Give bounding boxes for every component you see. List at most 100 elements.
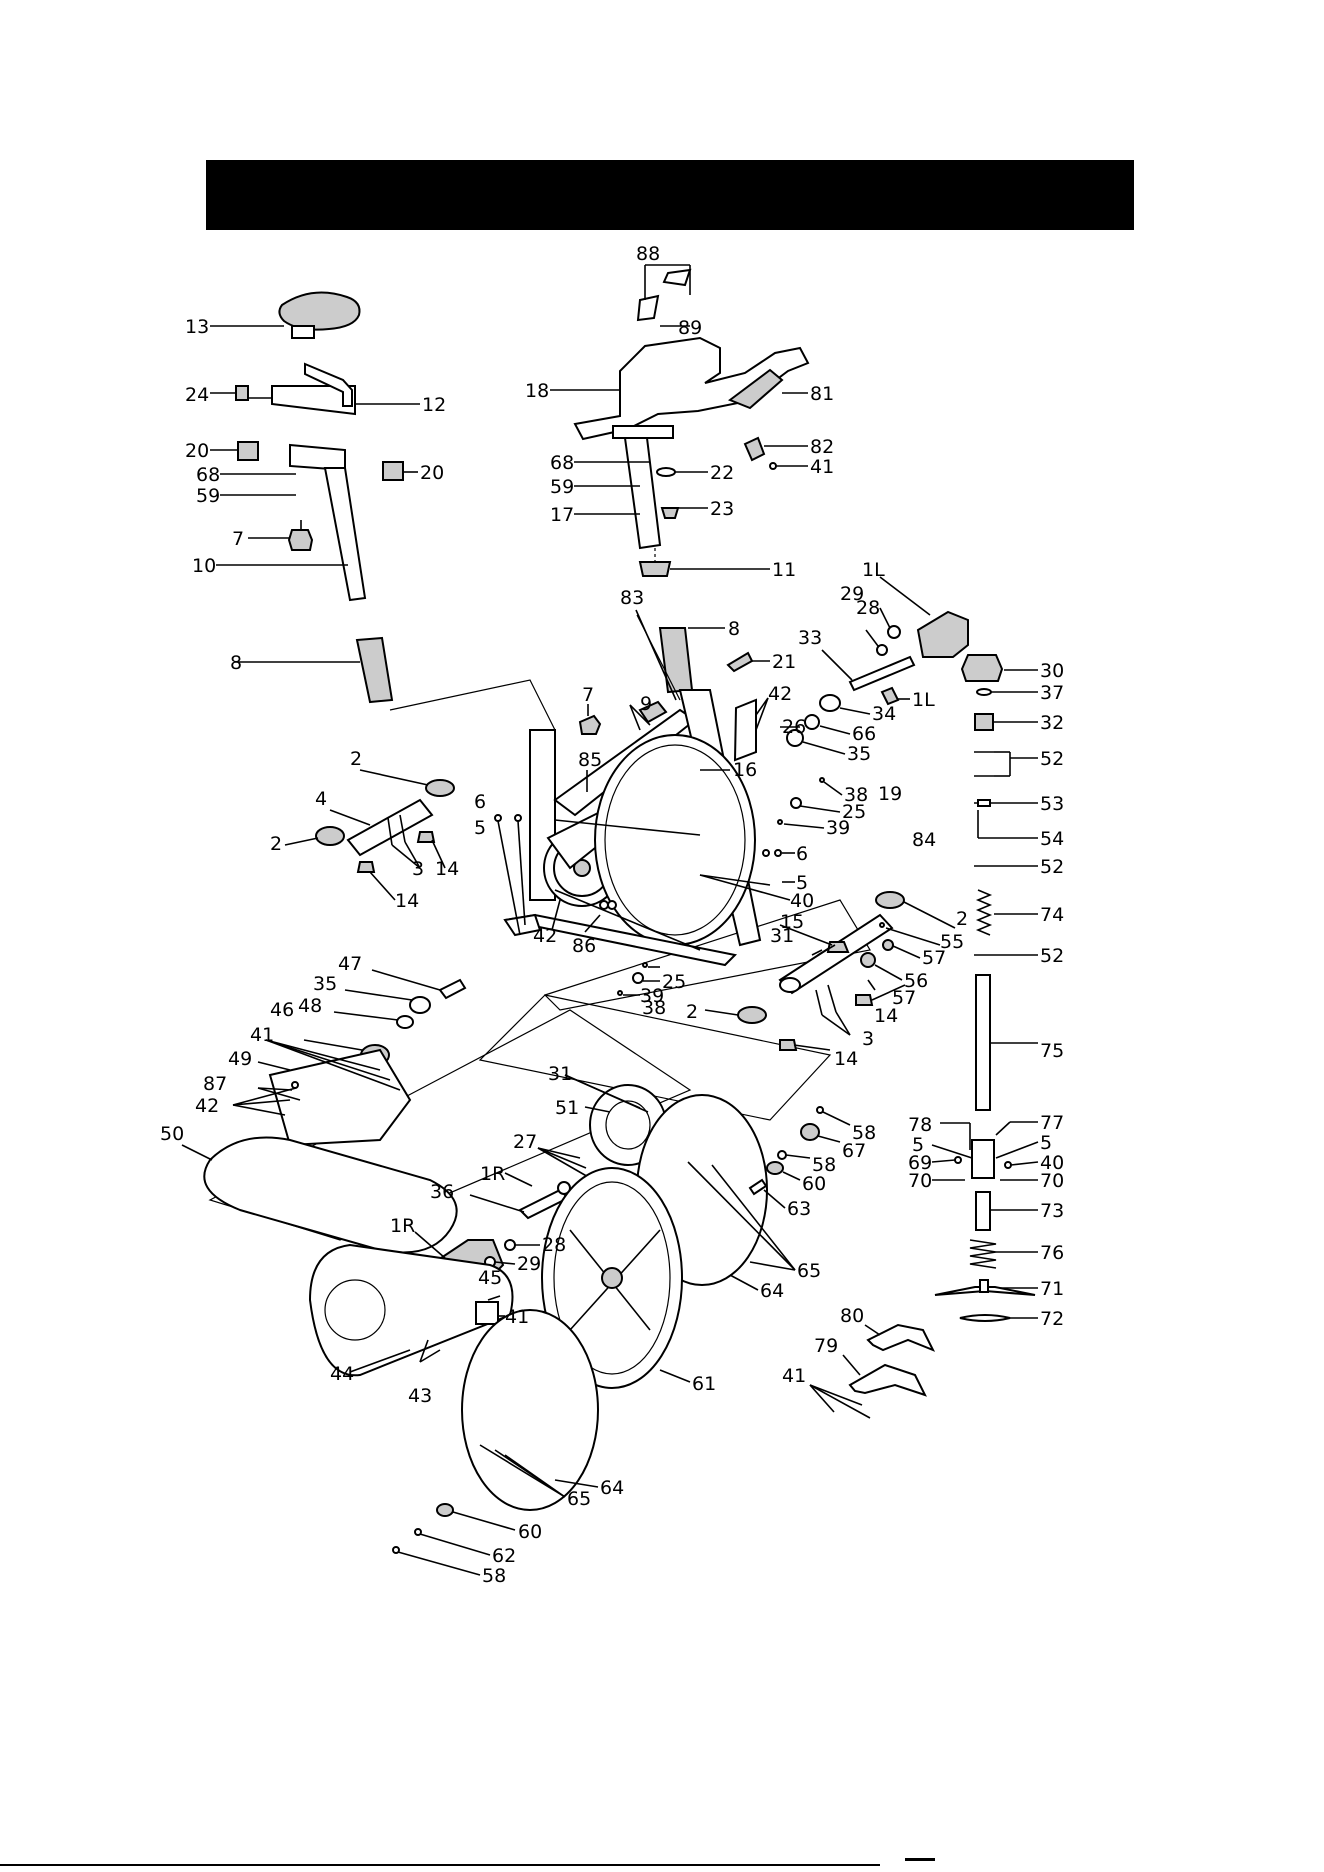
seat-post [323,467,367,602]
label-part-45: 45 [478,1267,502,1289]
knob-7b [578,714,602,735]
label-part-51: 51 [555,1097,579,1119]
flywheel-frame [594,734,756,946]
label-part-52: 52 [1040,748,1064,770]
label-part-11: 11 [772,559,796,581]
part-35b [409,996,431,1014]
block-77 [971,1139,995,1179]
brake-assembly [726,576,969,762]
part-81 [727,368,784,410]
pad-79 [848,1363,927,1397]
label-part-27: 27 [513,1131,537,1153]
label-part-7: 7 [232,528,244,550]
label-part-48: 48 [298,995,322,1017]
part-48 [396,1015,414,1029]
label-part-72: 72 [1040,1308,1064,1330]
label-part-87: 87 [203,1073,227,1095]
label-part-83: 83 [620,587,644,609]
label-part-1L: 1L [862,559,885,581]
washer-60b [436,1503,454,1517]
seat-assembly [210,291,420,602]
label-part-32: 32 [1040,712,1064,734]
lever-21 [726,651,754,673]
foot-14d [779,1039,798,1051]
label-part-64: 64 [760,1280,784,1302]
label-part-24: 24 [185,384,209,406]
front-stabilizer [704,891,956,1051]
label-part-41: 41 [782,1365,806,1387]
label-part-5: 5 [1040,1132,1052,1154]
label-part-9: 9 [640,693,652,715]
label-part-68: 68 [196,464,220,486]
label-part-55: 55 [940,931,964,953]
label-part-73: 73 [1040,1200,1064,1222]
label-part-84: 84 [912,829,936,851]
label-part-52: 52 [1040,945,1064,967]
brake-pad-42 [733,698,757,762]
label-part-14: 14 [435,858,459,880]
label-part-53: 53 [1040,793,1064,815]
label-part-58: 58 [812,1154,836,1176]
spring-74 [975,889,993,936]
rear-stabilizer [284,769,455,901]
label-part-14: 14 [834,1048,858,1070]
end-cap-2a [425,779,455,797]
label-part-79: 79 [814,1335,838,1357]
label-part-41: 41 [250,1024,274,1046]
label-part-43: 43 [408,1385,432,1407]
wheel-56 [860,952,876,968]
label-part-60: 60 [518,1521,542,1543]
label-part-16: 16 [733,759,757,781]
label-part-33: 33 [798,627,822,649]
label-part-3: 3 [862,1028,874,1050]
saddle [278,291,361,331]
chain-guard-44 [308,1243,514,1377]
part-labels: 88 89 13 24 12 20 20 68 59 7 10 18 81 68… [160,243,1064,1587]
crank-left-parts [232,969,467,1147]
pin-23 [660,507,680,519]
label-part-3: 3 [412,858,424,880]
pad-72 [959,1314,1011,1322]
label-part-5: 5 [796,872,808,894]
label-part-14: 14 [395,890,419,912]
bottom-mark [905,1858,935,1861]
label-part-12: 12 [422,394,446,416]
chain-guard [308,1243,514,1377]
label-part-1R: 1R [390,1215,415,1237]
label-part-28: 28 [542,1234,566,1256]
wheel-31 [779,977,801,993]
label-part-42: 42 [533,925,557,947]
label-part-21: 21 [772,651,796,673]
label-part-66: 66 [852,723,876,745]
label-part-76: 76 [1040,1242,1064,1264]
label-part-38: 38 [642,997,666,1019]
label-part-81: 81 [810,383,834,405]
spring-76 [969,1239,997,1269]
foot-14a [416,831,436,843]
sleeve-8a [355,636,394,704]
label-part-1L: 1L [912,689,935,711]
label-part-20: 20 [420,462,444,484]
label-part-31: 31 [770,925,794,947]
label-part-59: 59 [550,476,574,498]
label-part-64: 64 [600,1477,624,1499]
label-part-50: 50 [160,1123,184,1145]
label-part-13: 13 [185,316,209,338]
part-35a [786,729,804,747]
label-part-49: 49 [228,1048,252,1070]
tension-knob-30 [960,654,1004,682]
knob-7a [287,529,314,551]
label-part-41: 41 [505,1306,529,1328]
label-part-38: 38 [844,784,868,806]
bottom-rule [0,1864,880,1866]
label-part-2: 2 [956,908,968,930]
label-part-60: 60 [802,1173,826,1195]
label-part-89: 89 [678,317,702,339]
part-34 [819,694,841,712]
label-part-82: 82 [810,436,834,458]
label-part-61: 61 [692,1373,716,1395]
pad-80 [866,1323,936,1352]
part-63 [748,1178,768,1196]
knob-9 [638,700,668,724]
label-part-23: 23 [710,498,734,520]
